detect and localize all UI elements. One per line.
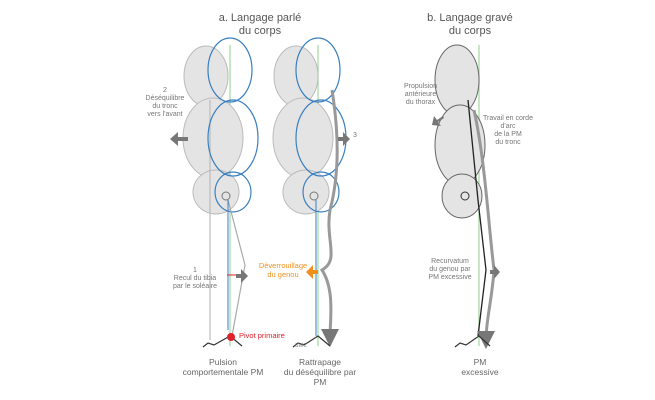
annotation-pivot: Pivot primaire [239, 331, 285, 340]
caption-figure-3: PM excessive [461, 357, 499, 377]
pivot-point [227, 333, 235, 341]
annotation-step-3: 3 [353, 132, 357, 139]
figure-3 [432, 44, 500, 349]
caption-figure-2: Rattrapage du déséquilibre par PM [283, 357, 357, 387]
orange-arrow-icon [306, 265, 318, 279]
annotation-recul: 1 Recul du tibia par le soléaire [173, 267, 217, 291]
title-a: a. Langage parlé du corps [218, 12, 302, 37]
arrow-left-icon [170, 132, 188, 146]
arrow-up-left-icon [432, 116, 444, 126]
annotation-desequilibre: 2 Déséquilibre du tronc vers l'avant [145, 87, 185, 119]
arrow-right-icon [236, 269, 248, 283]
annotation-travail: Travail en corde d'arc de la PM du tronc [483, 115, 533, 147]
caption-figure-1: Pulsion comportementale PM [182, 357, 264, 377]
arrow-right-icon [338, 132, 350, 146]
annotation-recurvatum: Recurvatum du genou par PM excessive [428, 258, 472, 282]
arrow-right-icon [490, 265, 500, 279]
annotation-swc: SWC [295, 343, 307, 349]
title-b: b. Langage gravé du corps [427, 12, 513, 37]
annotation-propulsion: Propulsion antérieure du thorax [403, 83, 438, 107]
annotation-deverrouillage: Déverrouillage du genou [258, 261, 308, 279]
figure-2 [272, 37, 350, 348]
figure-1 [170, 37, 259, 348]
